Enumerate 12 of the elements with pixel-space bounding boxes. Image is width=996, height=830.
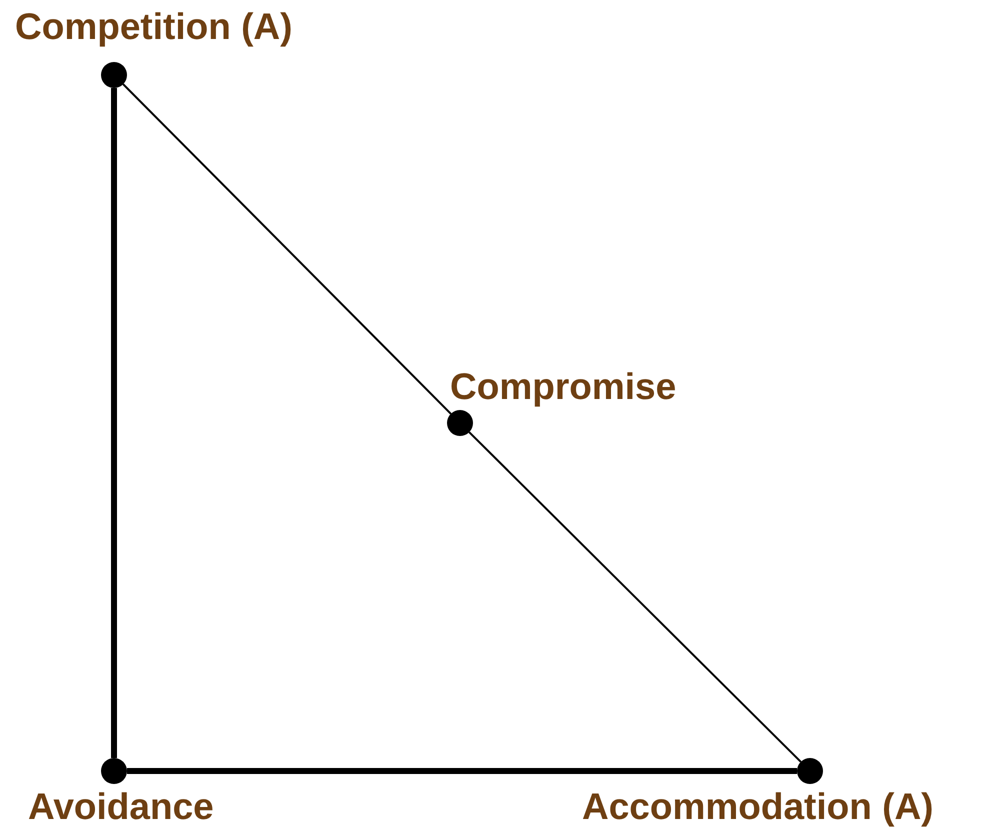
vertex-label: Compromise <box>450 366 676 408</box>
line <box>468 431 802 763</box>
dot <box>447 410 473 436</box>
dot <box>101 62 127 88</box>
dot <box>101 758 127 784</box>
line <box>122 84 452 414</box>
vertex-label: Accommodation (A) <box>582 786 934 828</box>
dot <box>797 758 823 784</box>
vertex-label: Avoidance <box>28 786 214 828</box>
line <box>127 768 797 774</box>
vertex-label: Competition (A) <box>15 6 292 48</box>
line <box>111 88 117 758</box>
